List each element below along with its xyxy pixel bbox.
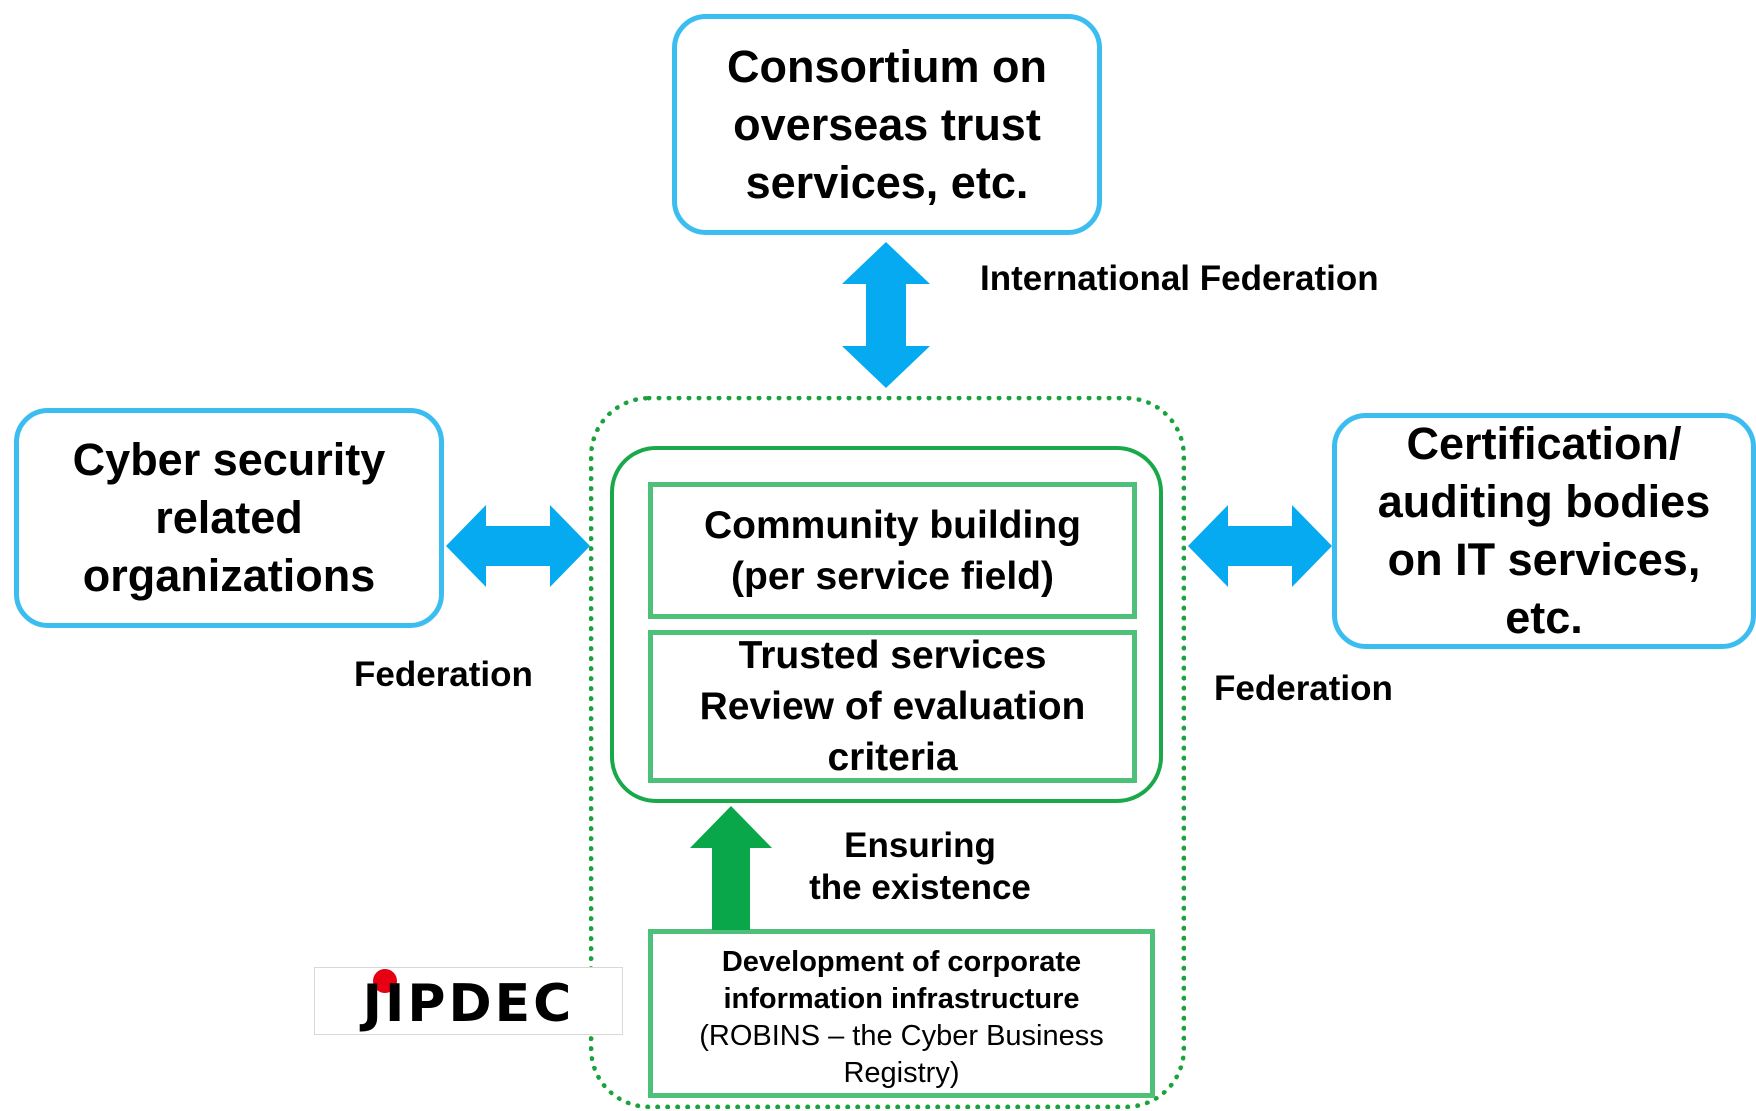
logo-red-dot	[373, 969, 397, 993]
consortium-line-1: Consortium on	[727, 40, 1047, 92]
cyber-security-line-2: related	[155, 492, 303, 543]
federation-right-label: Federation	[1214, 669, 1393, 708]
community-building-box: Community building (per service field)	[648, 482, 1137, 619]
ensuring-line-1: Ensuring	[844, 826, 996, 865]
consortium-line-3: services, etc.	[745, 156, 1029, 208]
trusted-services-box: Trusted services Review of evaluation cr…	[648, 630, 1137, 783]
community-line-2: (per service field)	[731, 554, 1054, 598]
consortium-box: Consortium on overseas trust services, e…	[672, 14, 1102, 235]
right-federation-arrow	[1188, 505, 1332, 587]
ensuring-existence-label: Ensuring the existence	[790, 825, 1050, 909]
international-federation-label: International Federation	[980, 259, 1379, 298]
left-federation-arrow	[446, 505, 590, 587]
development-sub-line-2: Registry)	[843, 1057, 960, 1089]
jipdec-logo: JIPDEC	[314, 967, 623, 1035]
logo-wordmark: JIPDEC	[362, 974, 575, 1034]
federation-left-label: Federation	[354, 655, 533, 694]
certification-line-2: auditing bodies	[1377, 476, 1711, 527]
trusted-line-2: Review of evaluation	[699, 685, 1086, 728]
certification-line-4: etc.	[1505, 592, 1583, 643]
ensuring-line-2: the existence	[809, 868, 1031, 907]
trusted-line-3: criteria	[827, 736, 958, 779]
international-federation-arrow	[842, 242, 930, 388]
cyber-security-box: Cyber security related organizations	[14, 408, 444, 628]
trusted-line-1: Trusted services	[738, 634, 1047, 677]
corporate-infrastructure-box: Development of corporate information inf…	[648, 929, 1155, 1098]
certification-line-1: Certification/	[1406, 418, 1682, 469]
development-title-line-1: Development of corporate	[721, 946, 1082, 978]
community-line-1: Community building	[704, 503, 1081, 547]
ensuring-existence-arrow	[690, 806, 772, 930]
certification-box: Certification/ auditing bodies on IT ser…	[1332, 413, 1756, 649]
core-activities-container	[610, 446, 1163, 803]
federation-scope-boundary	[589, 396, 1186, 1109]
cyber-security-line-1: Cyber security	[72, 434, 386, 485]
development-sub-line-1: (ROBINS – the Cyber Business	[699, 1020, 1104, 1052]
cyber-security-line-3: organizations	[82, 550, 376, 601]
development-title-line-2: information infrastructure	[723, 983, 1080, 1015]
consortium-line-2: overseas trust	[733, 98, 1041, 150]
certification-line-3: on IT services,	[1387, 534, 1701, 585]
